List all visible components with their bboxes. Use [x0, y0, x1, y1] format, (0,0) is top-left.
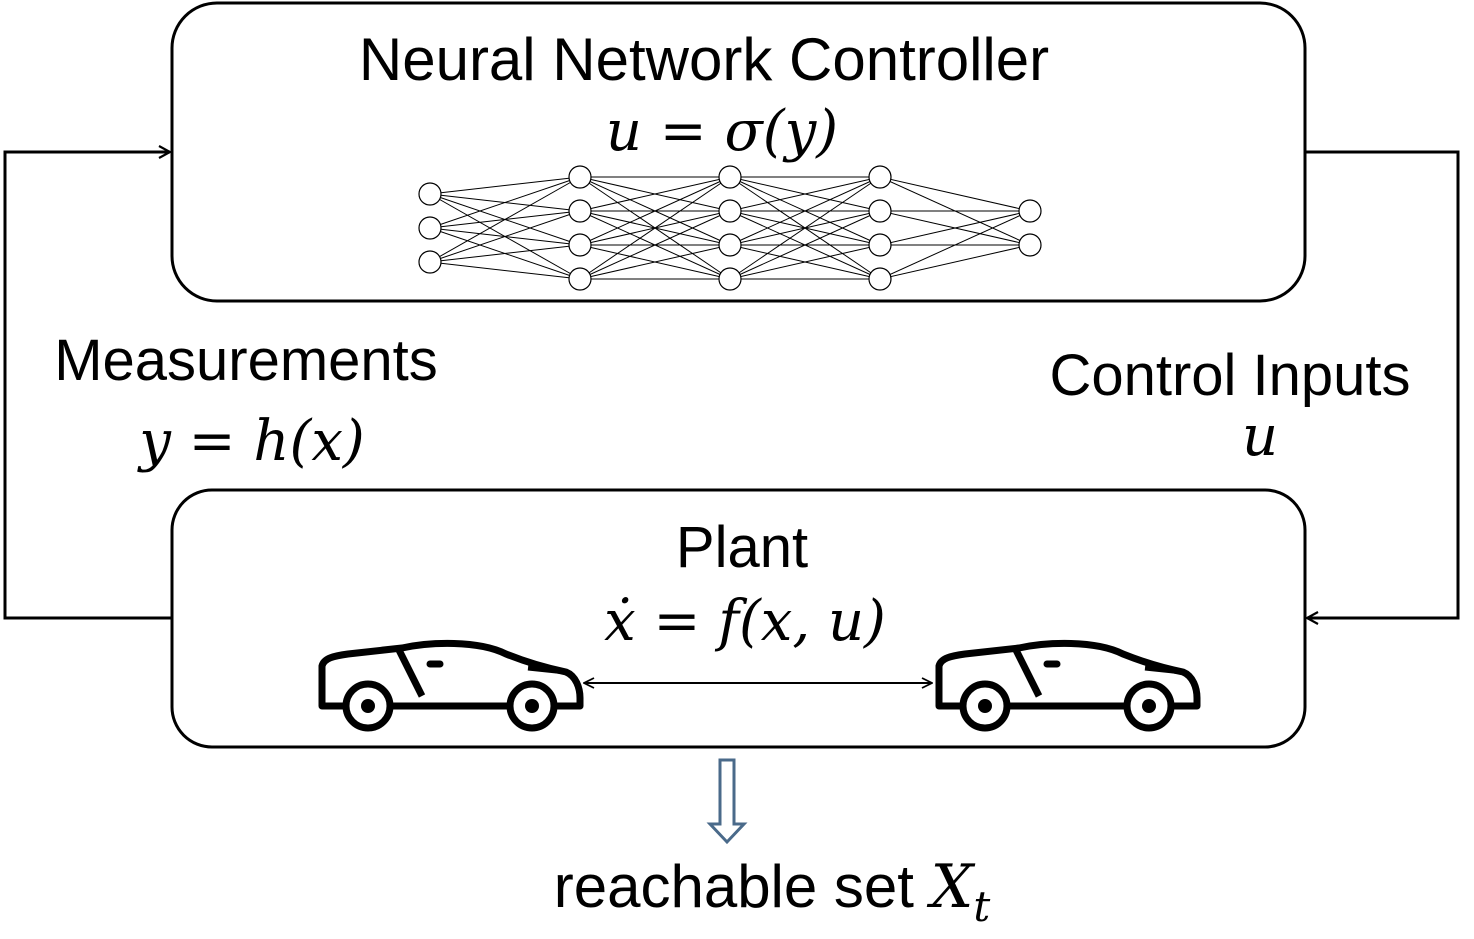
nn-node — [868, 233, 892, 257]
controller-equation: u = σ(y) — [606, 99, 838, 164]
measurements-eq-op: = — [171, 409, 254, 474]
nn-edge — [429, 210, 581, 263]
nn-edge — [579, 210, 731, 280]
nn-node — [568, 267, 592, 291]
reachable-set-subscript: t — [973, 882, 990, 931]
car-right-icon — [935, 639, 1201, 732]
measurements-eq-rhs: h(x) — [253, 409, 364, 474]
nn-node — [868, 267, 892, 291]
nn-edge — [579, 176, 731, 280]
control-inputs-label: Control Inputs — [1049, 343, 1410, 408]
nn-edge — [729, 176, 881, 280]
nn-edge — [579, 176, 731, 212]
plant-eq-lhs: ẋ — [604, 589, 636, 654]
nn-node — [868, 199, 892, 223]
reachable-set-arrow — [706, 758, 748, 845]
nn-node — [868, 165, 892, 189]
nn-node — [1018, 199, 1042, 223]
controller-eq-rhs: σ(y) — [725, 99, 839, 164]
nn-edge — [879, 244, 1031, 280]
nn-edge — [729, 176, 881, 212]
control-input-connector — [1305, 150, 1460, 618]
nn-edge — [429, 176, 581, 229]
nn-node — [568, 233, 592, 257]
nn-node — [718, 199, 742, 223]
nn-edge — [879, 210, 1031, 280]
nn-edge — [879, 210, 1031, 246]
control-inputs-symbol: u — [1242, 404, 1278, 469]
controller-eq-lhs: u — [606, 99, 642, 164]
nn-edge — [429, 261, 581, 280]
plant-equation: ẋ = f(x, u) — [604, 589, 886, 654]
plant-title: Plant — [676, 515, 808, 580]
measurements-label: Measurements — [54, 328, 438, 393]
nn-edge — [729, 244, 881, 280]
reachable-set-label: reachable set Xt — [554, 852, 991, 931]
nn-node — [718, 233, 742, 257]
plant-eq-op: = — [636, 589, 719, 654]
nn-edge — [579, 176, 731, 246]
controller-eq-op: = — [642, 99, 725, 164]
plant-eq-rhs: f(x, u) — [714, 589, 886, 654]
neural-network-graphic — [418, 165, 1042, 291]
nn-node — [568, 165, 592, 189]
measurement-connector — [3, 152, 172, 620]
controller-title: Neural Network Controller — [359, 26, 1049, 93]
reachable-set-text: reachable set — [554, 853, 931, 920]
measurements-eq-lhs: y — [136, 409, 172, 474]
car-left-icon — [318, 639, 584, 732]
nn-node — [418, 250, 442, 274]
nn-edge — [429, 244, 581, 263]
nn-node — [568, 199, 592, 223]
nn-edge — [729, 210, 881, 280]
nn-node — [418, 216, 442, 240]
nn-edge — [579, 244, 731, 280]
nn-node — [718, 165, 742, 189]
nn-edge — [429, 176, 581, 263]
nn-edge — [729, 176, 881, 246]
reachable-set-symbol: X — [927, 852, 976, 922]
nn-edge — [879, 176, 1031, 212]
nn-edge — [429, 176, 581, 195]
nn-node — [1018, 233, 1042, 257]
nn-node — [718, 267, 742, 291]
nn-node — [418, 182, 442, 206]
measurements-equation: y = h(x) — [136, 409, 365, 474]
